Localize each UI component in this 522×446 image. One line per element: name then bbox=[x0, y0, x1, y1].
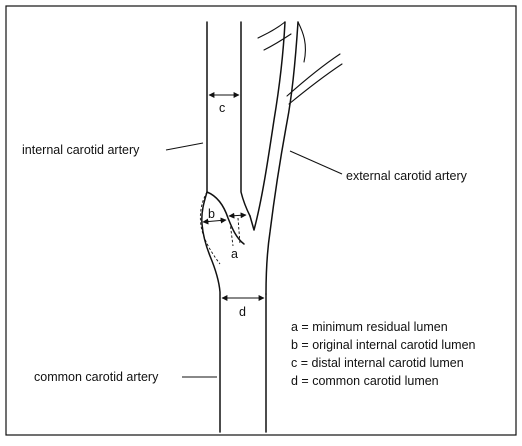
external-carotid-inner-wall bbox=[250, 22, 285, 230]
legend: a = minimum residual lumen b = original … bbox=[291, 320, 476, 388]
legend-item-d: d = common carotid lumen bbox=[291, 374, 439, 388]
external-carotid-branch-upper-2 bbox=[298, 22, 305, 62]
legend-item-a: a = minimum residual lumen bbox=[291, 320, 448, 334]
legend-item-c: c = distal internal carotid lumen bbox=[291, 356, 464, 370]
measure-d-label: d bbox=[239, 305, 246, 319]
external-carotid-branch-upper bbox=[258, 22, 291, 50]
measure-c-label: c bbox=[219, 101, 225, 115]
label-common-carotid: common carotid artery bbox=[34, 370, 159, 384]
label-external-carotid: external carotid artery bbox=[346, 169, 468, 183]
measure-a-label: a bbox=[231, 247, 238, 261]
label-internal-carotid: internal carotid artery bbox=[22, 143, 140, 157]
internal-carotid-right-wall bbox=[241, 22, 250, 216]
measure-b-label: b bbox=[208, 207, 215, 221]
legend-item-b: b = original internal carotid lumen bbox=[291, 338, 476, 352]
measure-a-arrow bbox=[229, 215, 246, 216]
internal-carotid-left-wall bbox=[202, 22, 220, 432]
leader-internal-carotid bbox=[166, 143, 203, 150]
leader-external-carotid bbox=[290, 151, 342, 174]
